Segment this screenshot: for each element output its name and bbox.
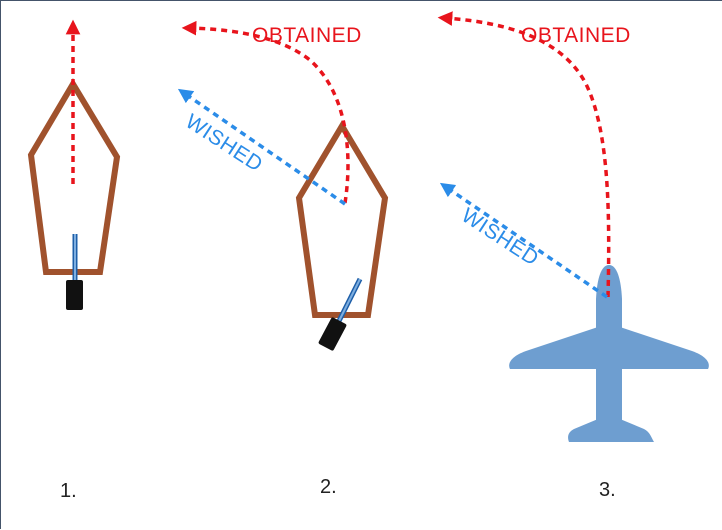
panel-number-3: 3. xyxy=(599,479,616,501)
obtained-arrow-3 xyxy=(437,11,611,298)
obtained-label-2: OBTAINED xyxy=(252,24,362,47)
panel-2: OBTAINED WISHED xyxy=(177,20,389,351)
panel-number-2: 2. xyxy=(320,476,337,498)
motor-1 xyxy=(66,280,83,310)
wished-arrow-2 xyxy=(177,88,346,206)
obtained-label-3: OBTAINED xyxy=(521,24,631,47)
panel-1 xyxy=(27,19,121,310)
boat-hull-2 xyxy=(295,120,389,318)
panel-number-1: 1. xyxy=(60,480,77,502)
panel-3: OBTAINED WISHED xyxy=(437,11,709,442)
obtained-arrow-2 xyxy=(181,20,350,204)
motor-2 xyxy=(318,317,347,351)
airplane-icon xyxy=(509,265,709,442)
wished-label-3: WISHED xyxy=(457,204,542,271)
